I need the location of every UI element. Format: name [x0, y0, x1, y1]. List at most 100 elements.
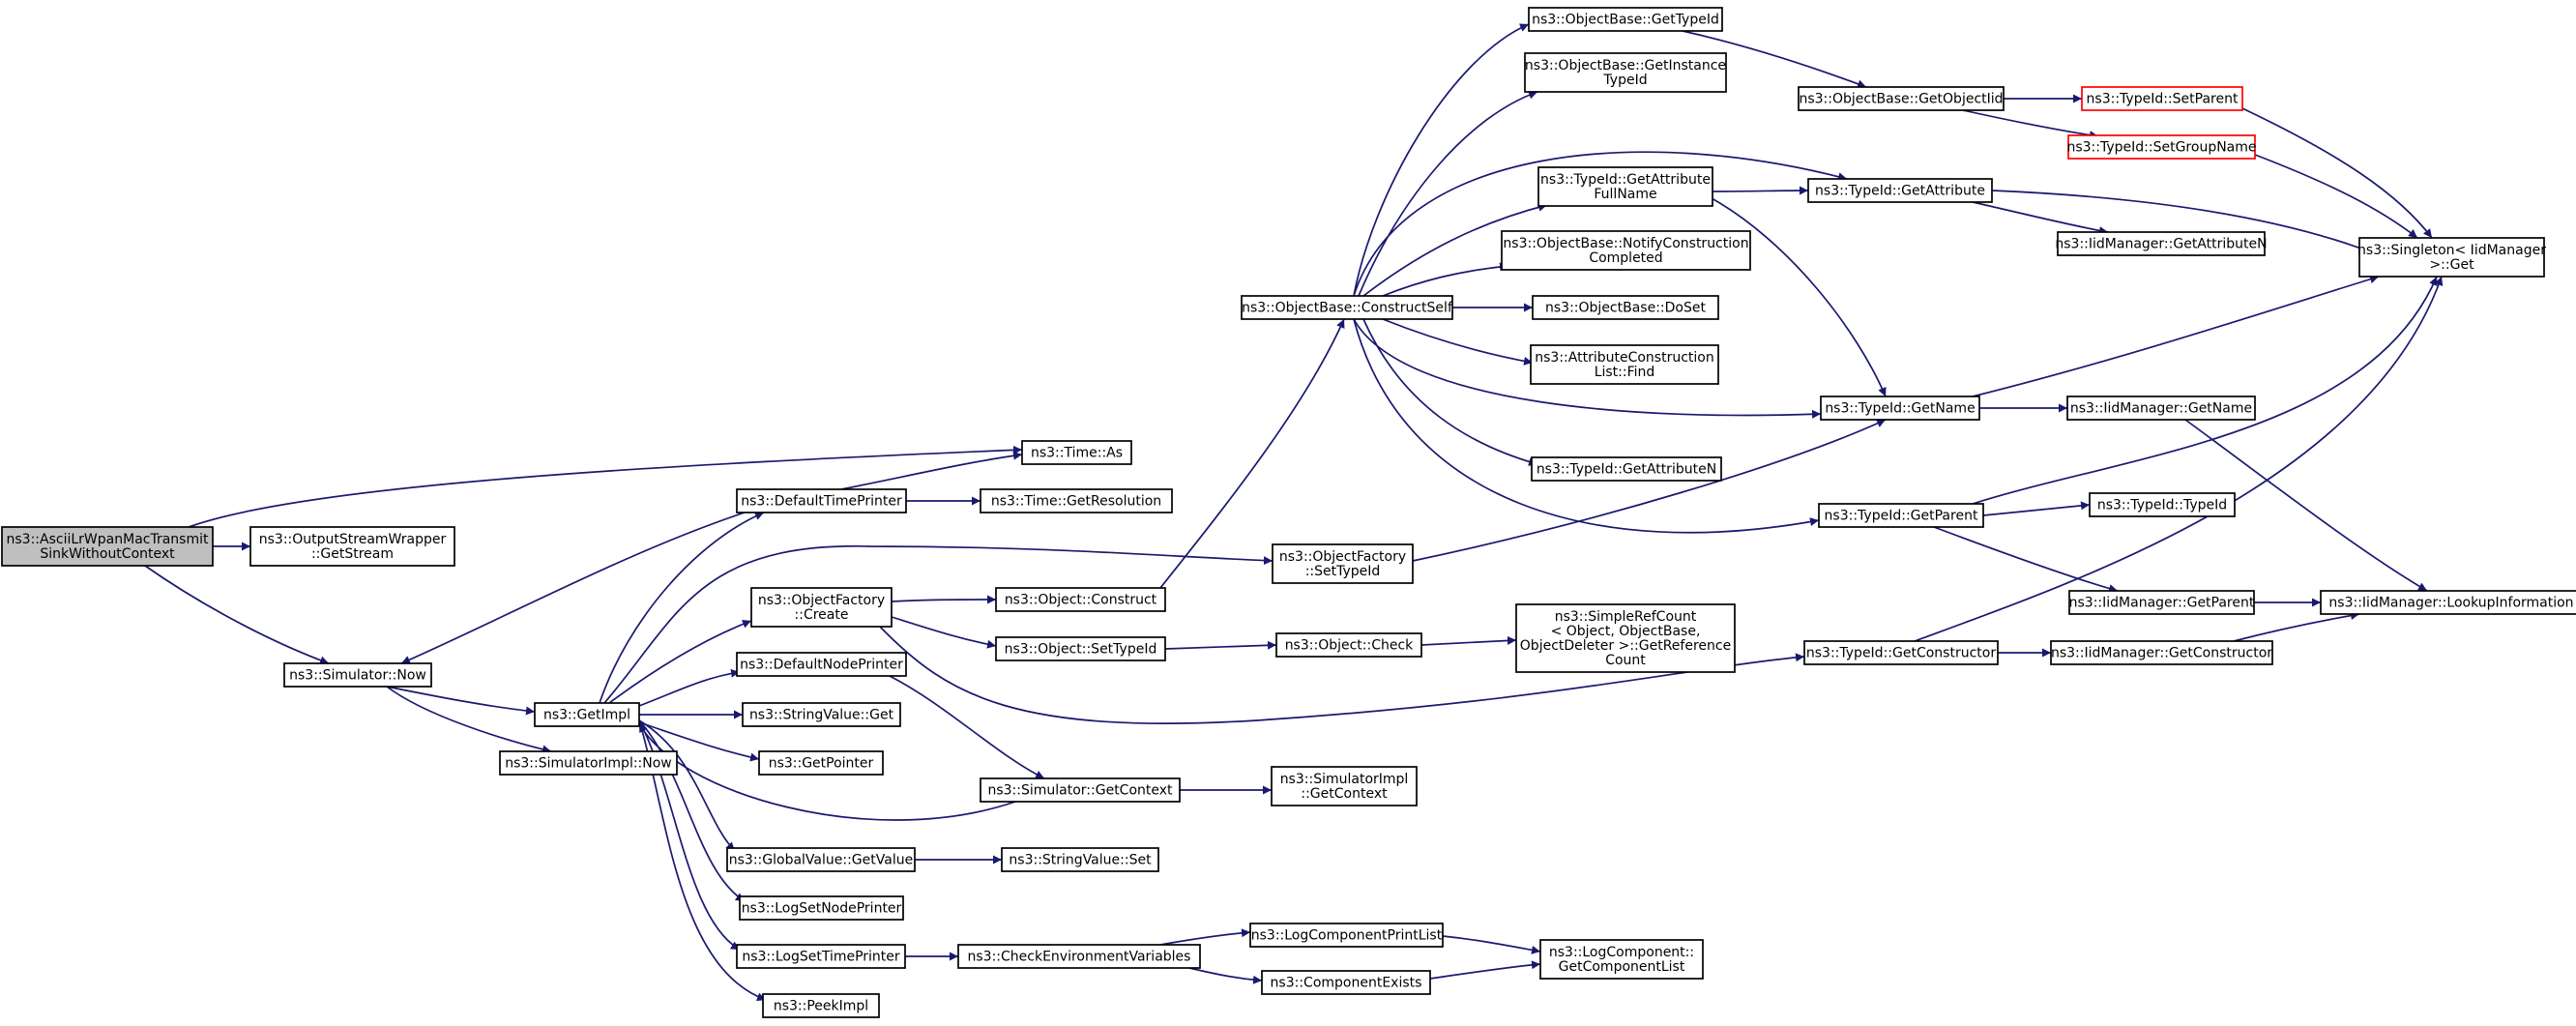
node-checkenv[interactable]: ns3::CheckEnvironmentVariables — [957, 944, 1201, 969]
node-label: ::Create — [795, 607, 849, 623]
node-label: ::GetStream — [311, 546, 394, 562]
node-obnotify[interactable]: ns3::ObjectBase::NotifyConstructionCompl… — [1501, 230, 1751, 271]
node-label: ns3::Time::GetResolution — [991, 494, 1161, 510]
edge-getimpl-to-objfactsettypeid — [603, 545, 1273, 704]
node-box — [1798, 86, 2005, 111]
node-simgetcontext[interactable]: ns3::Simulator::GetContext — [980, 777, 1181, 803]
node-getimpl[interactable]: ns3::GetImpl — [534, 702, 640, 727]
node-obgetobjectiid[interactable]: ns3::ObjectBase::GetObjectIid — [1798, 86, 2005, 111]
node-logsettime[interactable]: ns3::LogSetTimePrinter — [736, 944, 906, 969]
node-stringvalueset[interactable]: ns3::StringValue::Set — [1001, 847, 1159, 872]
node-iidgetattrn[interactable]: ns3::IidManager::GetAttributeN — [2055, 231, 2268, 256]
node-getstream[interactable]: ns3::OutputStreamWrapper::GetStream — [249, 526, 455, 567]
edge-constructself-to-obgettypeid — [1353, 23, 1530, 297]
node-logsetnode[interactable]: ns3::LogSetNodePrinter — [739, 895, 904, 921]
node-objcheck[interactable]: ns3::Object::Check — [1275, 632, 1422, 658]
edge-simnow-to-getimpl — [386, 686, 536, 716]
node-tidtypeid[interactable]: ns3::TypeId::TypeId — [2089, 492, 2236, 517]
node-objsettypeid[interactable]: ns3::Object::SetTypeId — [995, 636, 1166, 661]
node-box — [2067, 134, 2256, 160]
node-globalvalueget[interactable]: ns3::GlobalValue::GetValue — [726, 847, 916, 872]
node-label: ns3::ComponentExists — [1271, 976, 1422, 991]
node-box — [758, 750, 884, 776]
edge-constructself-to-tidgetattrn — [1362, 318, 1538, 466]
node-simnow[interactable]: ns3::Simulator::Now — [283, 662, 432, 688]
node-iidgetconstructor[interactable]: ns3::IidManager::GetConstructor — [2050, 640, 2273, 665]
edge-getimpl-to-deftimeprinter — [599, 512, 765, 704]
node-stringvalueget[interactable]: ns3::StringValue::Get — [742, 702, 901, 727]
edge-tidsetgroup-to-singletonget — [2254, 154, 2418, 239]
node-label: ns3::Object::Construct — [1005, 593, 1157, 608]
node-label: ns3::IidManager::GetConstructor — [2051, 646, 2272, 661]
node-tidgetparent[interactable]: ns3::TypeId::GetParent — [1818, 503, 1984, 528]
node-logcompgetlist[interactable]: ns3::LogComponent::GetComponentList — [1539, 939, 1704, 980]
node-label: ns3::TypeId::GetAttribute — [1815, 184, 1985, 199]
node-box — [499, 750, 678, 776]
node-peekimpl[interactable]: ns3::PeekImpl — [762, 993, 880, 1018]
node-label: ns3::TypeId::SetGroupName — [2066, 140, 2256, 156]
edge-defnodeprinter-to-simgetcontext — [889, 675, 1045, 779]
node-tidgetattr[interactable]: ns3::TypeId::GetAttribute — [1807, 178, 1993, 203]
node-timeas[interactable]: ns3::Time::As — [1021, 440, 1132, 465]
node-tidgetconstructor[interactable]: ns3::TypeId::GetConstructor — [1803, 640, 1999, 665]
node-label: ns3::DefaultNodePrinter — [740, 658, 903, 673]
edge-tidgetparent-to-iidgetparent — [1933, 526, 2119, 593]
node-label: ns3::CheckEnvironmentVariables — [968, 950, 1191, 965]
edge-tidgetparent-to-singletonget — [1972, 276, 2438, 505]
node-iidgetname[interactable]: ns3::IidManager::GetName — [2066, 396, 2256, 421]
node-iidlookup[interactable]: ns3::IidManager::LookupInformation — [2320, 590, 2576, 615]
node-label: Count — [1605, 653, 1646, 668]
node-label: ns3::IidManager::LookupInformation — [2328, 596, 2573, 611]
node-label: ns3::ObjectBase::NotifyConstruction — [1503, 236, 1748, 251]
edge-root-to-timeas — [188, 445, 1023, 528]
node-root[interactable]: ns3::AsciiLrWpanMacTransmitSinkWithoutCo… — [1, 526, 214, 567]
node-box — [995, 587, 1166, 612]
node-label: Completed — [1589, 250, 1662, 266]
node-logcompprintlist[interactable]: ns3::LogComponentPrintList — [1249, 923, 1444, 948]
node-box — [2057, 231, 2266, 256]
node-objfactcreate[interactable]: ns3::ObjectFactory::Create — [750, 587, 893, 628]
node-constructself[interactable]: ns3::ObjectBase::ConstructSelf — [1241, 295, 1453, 320]
node-simplerefcount[interactable]: ns3::SimpleRefCount< Object, ObjectBase,… — [1515, 603, 1736, 673]
node-tidgetname[interactable]: ns3::TypeId::GetName — [1820, 396, 1980, 421]
node-simimplnow[interactable]: ns3::SimulatorImpl::Now — [499, 750, 678, 776]
edge-constructself-to-obgetinstance — [1358, 90, 1538, 297]
node-tidsetparent[interactable]: ns3::TypeId::SetParent — [2081, 86, 2243, 111]
node-obgettypeid[interactable]: ns3::ObjectBase::GetTypeId — [1528, 7, 1723, 32]
node-label: ns3::IidManager::GetParent — [2069, 596, 2255, 611]
node-box — [2068, 590, 2255, 615]
node-tidgetattrn[interactable]: ns3::TypeId::GetAttributeN — [1531, 456, 1722, 482]
node-singletonget[interactable]: ns3::Singleton< IidManager >::Get — [2357, 237, 2546, 278]
node-objfactsettypeid[interactable]: ns3::ObjectFactory::SetTypeId — [1272, 543, 1414, 584]
node-deftimeprinter[interactable]: ns3::DefaultTimePrinter — [736, 488, 907, 513]
node-box — [1530, 344, 1719, 385]
node-timegetres[interactable]: ns3::Time::GetResolution — [980, 488, 1173, 513]
edge-getimpl-to-getpointer — [638, 721, 760, 762]
node-compexists[interactable]: ns3::ComponentExists — [1261, 970, 1431, 995]
node-label: FullName — [1594, 187, 1656, 202]
node-objconstruct[interactable]: ns3::Object::Construct — [995, 587, 1166, 612]
node-box — [1275, 632, 1422, 658]
node-iidgetparent[interactable]: ns3::IidManager::GetParent — [2068, 590, 2255, 615]
node-label: ns3::GetPointer — [769, 756, 874, 772]
node-label: ns3::PeekImpl — [774, 999, 868, 1014]
node-tidsetgroup[interactable]: ns3::TypeId::SetGroupName — [2066, 134, 2257, 160]
node-label: SinkWithoutContext — [40, 546, 175, 562]
node-label: ns3::ObjectBase::GetInstance — [1525, 58, 1726, 73]
node-box — [2089, 492, 2236, 517]
edge-iidgetconstructor-to-iidlookup — [2233, 611, 2360, 642]
node-box — [1532, 295, 1719, 320]
node-label: ns3::AsciiLrWpanMacTransmit — [7, 532, 209, 547]
node-getpointer[interactable]: ns3::GetPointer — [758, 750, 884, 776]
node-defnodeprinter[interactable]: ns3::DefaultNodePrinter — [736, 652, 907, 677]
node-label: ns3::OutputStreamWrapper — [259, 532, 447, 547]
node-simimplgetcontext[interactable]: ns3::SimulatorImpl::GetContext — [1271, 766, 1418, 806]
edge-logcompprintlist-to-logcompgetlist — [1442, 935, 1541, 954]
edge-objconstruct-to-constructself — [1159, 318, 1345, 589]
node-box — [980, 488, 1173, 513]
node-obdoset[interactable]: ns3::ObjectBase::DoSet — [1532, 295, 1719, 320]
